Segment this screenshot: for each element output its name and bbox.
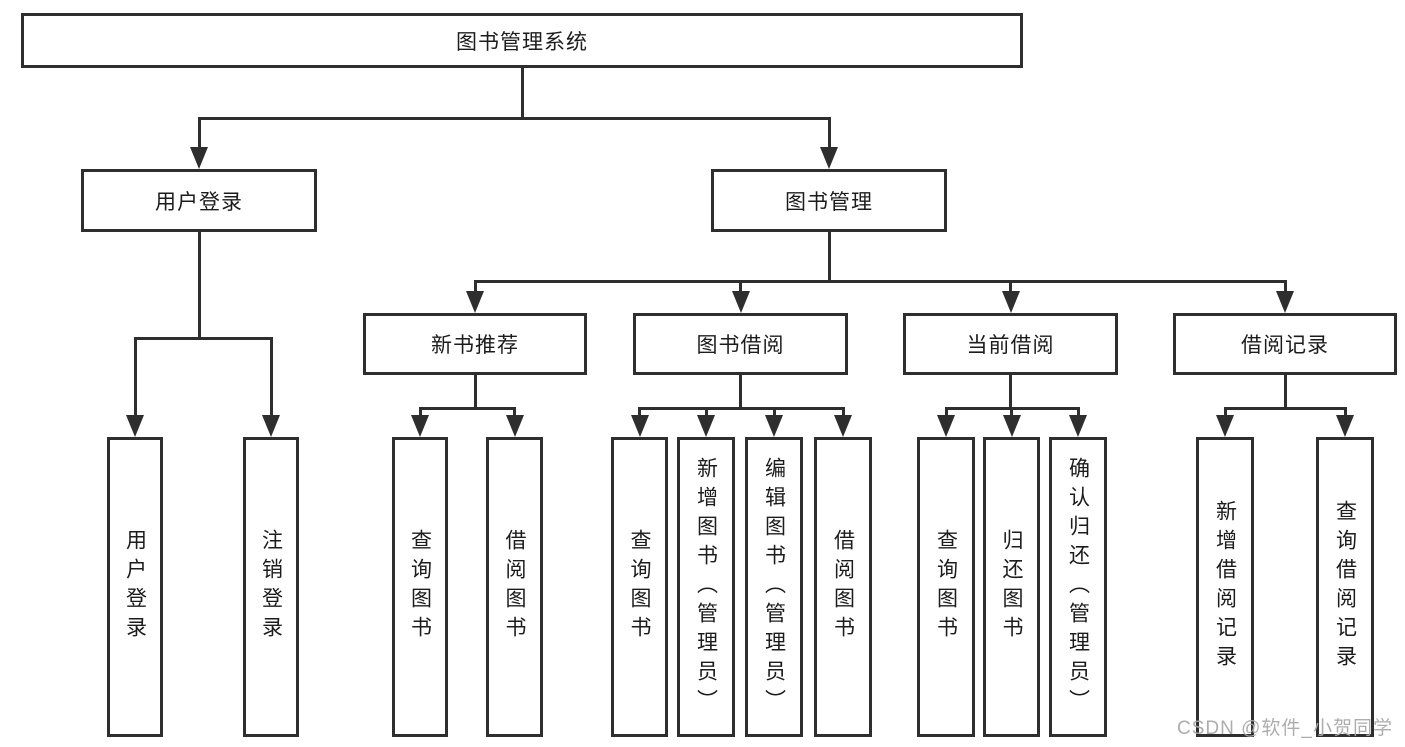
- connector-stem-user-login: [197, 117, 201, 148]
- node-leaf-edit-books: 编辑图书（管理员）: [745, 437, 803, 737]
- arrowhead-leaf-query-books-1: [411, 415, 429, 437]
- connector-stub-user-login: [197, 232, 201, 340]
- connector-stem-leaf-query-books-1: [418, 407, 422, 416]
- connector-stem-leaf-query-borrow-record: [1343, 407, 1347, 416]
- arrowhead-leaf-edit-books: [765, 415, 783, 437]
- node-leaf-borrow-books-1: 借阅图书: [486, 437, 543, 737]
- node-label-current-borrow: 当前借阅: [966, 334, 1055, 357]
- node-leaf-query-books-1: 查询图书: [392, 437, 448, 737]
- node-label-leaf-user-login: 用户登录: [123, 529, 147, 645]
- arrowhead-leaf-confirm-return: [1069, 415, 1087, 437]
- arrowhead-leaf-add-books: [697, 415, 715, 437]
- node-leaf-return-books: 归还图书: [983, 437, 1040, 737]
- node-leaf-borrow-books-2: 借阅图书: [814, 437, 872, 737]
- node-root: 图书管理系统: [21, 13, 1023, 68]
- arrowhead-book-mgmt: [820, 147, 838, 169]
- connector-stem-leaf-edit-books: [772, 407, 776, 416]
- node-label-new-book-rec: 新书推荐: [431, 334, 519, 357]
- node-label-leaf-add-books: 新增图书（管理员）: [694, 456, 718, 718]
- node-label-leaf-query-books-3: 查询图书: [934, 529, 958, 645]
- node-label-leaf-borrow-books-1: 借阅图书: [503, 529, 526, 645]
- watermark: CSDN @软件_小贺同学: [1177, 718, 1393, 739]
- connector-stem-leaf-query-books-3: [944, 407, 948, 416]
- connector-stem-leaf-borrow-books-1: [513, 407, 516, 416]
- connector-stub-new-book-rec: [473, 375, 477, 410]
- node-borrow-records: 借阅记录: [1173, 313, 1397, 375]
- connector-bus-book-mgmt: [473, 280, 1287, 283]
- arrowhead-leaf-query-books-2: [630, 415, 649, 437]
- node-leaf-query-books-3: 查询图书: [917, 437, 975, 737]
- node-label-book-borrow: 图书借阅: [696, 334, 785, 357]
- connector-stem-borrow-records: [1283, 280, 1287, 292]
- arrowhead-new-book-rec: [466, 291, 484, 313]
- node-user-login: 用户登录: [81, 169, 317, 232]
- node-leaf-query-books-2: 查询图书: [611, 437, 668, 737]
- node-label-leaf-return-books: 归还图书: [1000, 529, 1023, 645]
- connector-stub-book-borrow: [739, 375, 742, 410]
- arrowhead-leaf-return-books: [1002, 415, 1021, 437]
- connector-bus-new-book-rec: [418, 407, 516, 410]
- arrowhead-leaf-query-borrow-record: [1336, 415, 1354, 437]
- connector-stem-leaf-add-books: [704, 407, 708, 416]
- node-label-borrow-records: 借阅记录: [1241, 334, 1329, 357]
- connector-bus-root: [197, 117, 831, 120]
- node-leaf-user-login: 用户登录: [107, 437, 163, 737]
- connector-stem-new-book-rec: [473, 280, 477, 292]
- connector-stem-leaf-borrow-books-2: [841, 407, 845, 416]
- node-label-leaf-query-books-2: 查询图书: [628, 529, 651, 645]
- connector-bus-borrow-records: [1223, 407, 1347, 410]
- arrowhead-leaf-query-books-3: [937, 415, 955, 437]
- node-label-leaf-borrow-books-2: 借阅图书: [831, 529, 855, 645]
- arrowhead-leaf-add-borrow-record: [1216, 415, 1234, 437]
- connector-stub-book-mgmt: [827, 232, 831, 283]
- node-leaf-add-borrow-record: 新增借阅记录: [1196, 437, 1254, 737]
- connector-bus-user-login: [133, 337, 273, 340]
- arrowhead-book-borrow: [731, 291, 750, 313]
- node-label-leaf-edit-books: 编辑图书（管理员）: [762, 456, 786, 718]
- node-label-leaf-confirm-return: 确认归还（管理员）: [1066, 456, 1090, 718]
- connector-stem-leaf-add-borrow-record: [1223, 407, 1227, 416]
- node-current-borrow: 当前借阅: [903, 313, 1118, 375]
- connector-stem-leaf-return-books: [1010, 407, 1013, 416]
- arrowhead-leaf-borrow-books-1: [505, 415, 524, 437]
- connector-stem-book-borrow: [739, 280, 742, 292]
- connector-bus-book-borrow: [638, 407, 845, 410]
- node-new-book-rec: 新书推荐: [363, 313, 587, 375]
- node-label-leaf-query-borrow-record: 查询借阅记录: [1333, 500, 1357, 674]
- connector-stem-leaf-logout: [269, 337, 273, 416]
- node-label-leaf-query-books-1: 查询图书: [408, 529, 432, 645]
- arrowhead-current-borrow: [1001, 291, 1020, 313]
- node-book-mgmt: 图书管理: [711, 169, 947, 232]
- connector-stem-current-borrow: [1009, 280, 1012, 292]
- node-label-leaf-add-borrow-record: 新增借阅记录: [1213, 500, 1237, 674]
- node-label-book-mgmt: 图书管理: [785, 190, 873, 214]
- connector-stub-root: [520, 68, 524, 120]
- node-book-borrow: 图书借阅: [633, 313, 848, 375]
- node-leaf-add-books: 新增图书（管理员）: [677, 437, 735, 737]
- node-leaf-logout: 注销登录: [243, 437, 299, 737]
- arrowhead-leaf-borrow-books-2: [834, 415, 852, 437]
- connector-stem-book-mgmt: [827, 117, 831, 148]
- connector-stub-current-borrow: [1009, 375, 1012, 410]
- arrowhead-leaf-logout: [262, 415, 280, 437]
- node-leaf-confirm-return: 确认归还（管理员）: [1049, 437, 1107, 737]
- arrowhead-user-login: [190, 147, 208, 169]
- node-leaf-query-borrow-record: 查询借阅记录: [1316, 437, 1374, 737]
- node-label-root: 图书管理系统: [456, 30, 588, 54]
- connector-stem-leaf-confirm-return: [1076, 407, 1080, 416]
- arrowhead-leaf-user-login: [126, 415, 144, 437]
- node-label-leaf-logout: 注销登录: [259, 529, 283, 645]
- connector-stem-leaf-query-books-2: [638, 407, 641, 416]
- node-label-user-login: 用户登录: [155, 190, 243, 214]
- connector-stem-leaf-user-login: [133, 337, 137, 416]
- arrowhead-borrow-records: [1276, 291, 1294, 313]
- connector-stub-borrow-records: [1283, 375, 1287, 410]
